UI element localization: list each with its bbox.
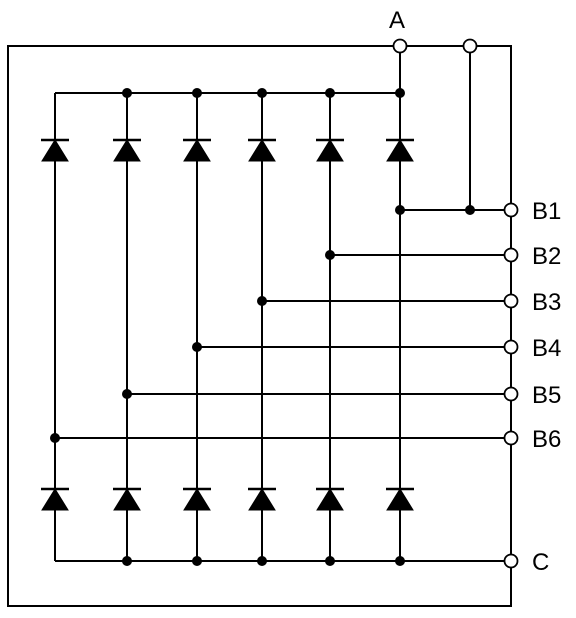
junction-dot bbox=[122, 88, 132, 98]
label-b4: B4 bbox=[532, 335, 561, 362]
label-b3: B3 bbox=[532, 289, 561, 316]
terminal-b4 bbox=[503, 339, 519, 355]
junction-dot bbox=[325, 88, 335, 98]
junction-dot bbox=[192, 342, 202, 352]
junction-dot bbox=[257, 88, 267, 98]
enclosure-frame bbox=[7, 45, 512, 607]
junction-dots bbox=[50, 88, 475, 566]
junction-dot bbox=[257, 556, 267, 566]
diode bbox=[248, 138, 276, 162]
diode bbox=[386, 487, 414, 511]
label-c: C bbox=[532, 549, 549, 576]
terminal-b5 bbox=[503, 386, 519, 402]
terminal-b2 bbox=[503, 247, 519, 263]
junction-dot bbox=[192, 556, 202, 566]
terminal-b1 bbox=[503, 202, 519, 218]
diode bbox=[41, 487, 69, 511]
junction-dot bbox=[465, 205, 475, 215]
diode bbox=[248, 487, 276, 511]
diode bbox=[41, 138, 69, 162]
diode bbox=[113, 487, 141, 511]
terminal-c bbox=[503, 553, 519, 569]
junction-dot bbox=[122, 556, 132, 566]
junction-dot bbox=[192, 88, 202, 98]
label-b5: B5 bbox=[532, 382, 561, 409]
label-b2: B2 bbox=[532, 243, 561, 270]
terminal-b3 bbox=[503, 293, 519, 309]
junction-dot bbox=[325, 250, 335, 260]
diode bbox=[183, 138, 211, 162]
junction-dot bbox=[325, 556, 335, 566]
junction-dot bbox=[50, 433, 60, 443]
junction-dot bbox=[122, 389, 132, 399]
junction-dot bbox=[395, 205, 405, 215]
junction-dot bbox=[395, 556, 405, 566]
diode bbox=[316, 138, 344, 162]
label-b6: B6 bbox=[532, 426, 561, 453]
junction-dot bbox=[257, 296, 267, 306]
diode bbox=[183, 487, 211, 511]
lower-diode-row bbox=[41, 487, 414, 511]
upper-diode-row bbox=[41, 138, 414, 162]
diode bbox=[386, 138, 414, 162]
terminal-a bbox=[392, 38, 408, 54]
terminal-a-tap bbox=[462, 38, 478, 54]
label-a: A bbox=[389, 7, 405, 34]
diode bbox=[113, 138, 141, 162]
label-b1: B1 bbox=[532, 198, 561, 225]
diode bbox=[316, 487, 344, 511]
terminal-b6 bbox=[503, 430, 519, 446]
junction-dot bbox=[395, 88, 405, 98]
